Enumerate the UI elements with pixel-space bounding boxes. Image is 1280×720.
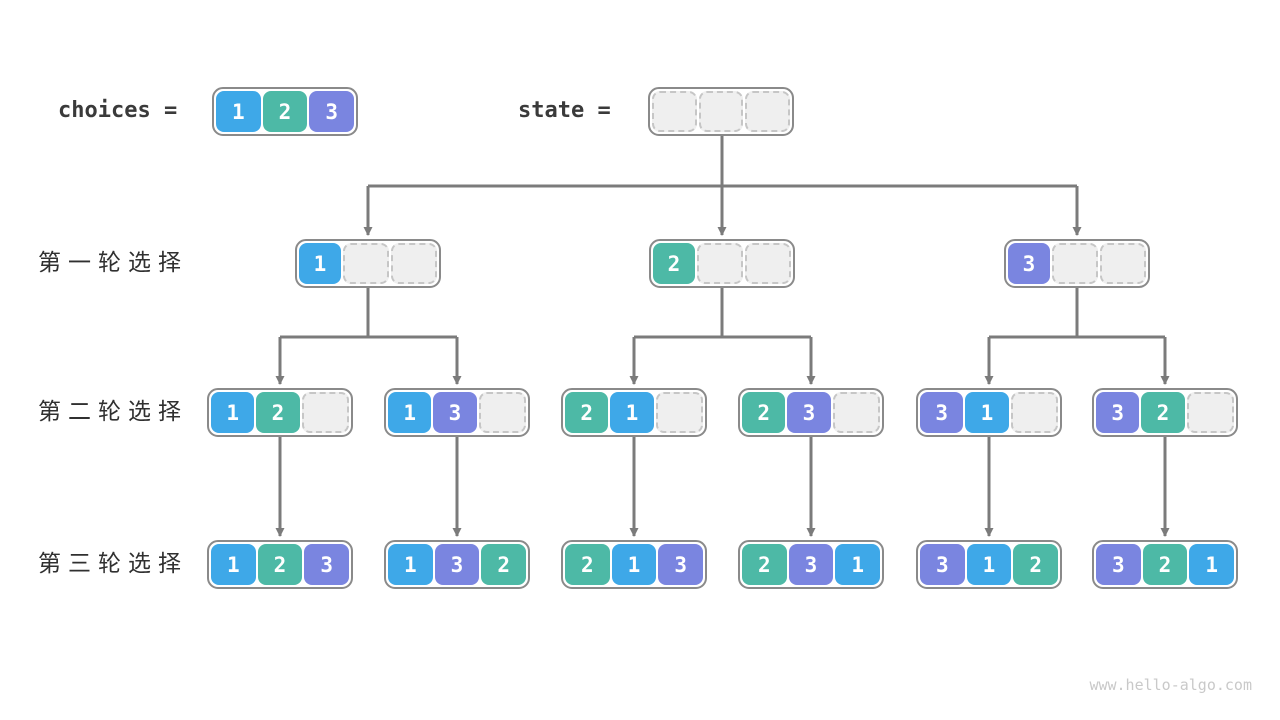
cell-3: 3 xyxy=(304,544,350,585)
cell-2: 2 xyxy=(1013,544,1059,585)
cell-3: 3 xyxy=(788,544,834,585)
empty-cell xyxy=(301,392,349,433)
choices-label: choices = xyxy=(58,98,178,123)
cell-2: 2 xyxy=(742,392,786,433)
cell-2: 2 xyxy=(565,544,610,585)
cell-3: 3 xyxy=(658,544,704,585)
cell-2: 2 xyxy=(1142,544,1188,585)
cell-2: 2 xyxy=(256,392,300,433)
tree-node-2xx: 2 xyxy=(649,239,795,288)
cell-1: 1 xyxy=(611,544,657,585)
empty-cell xyxy=(745,243,791,284)
empty-cell xyxy=(832,392,880,433)
empty-cell xyxy=(1100,243,1146,284)
cell-2: 2 xyxy=(565,392,609,433)
cell-1: 1 xyxy=(388,392,432,433)
cell-2: 2 xyxy=(742,544,787,585)
cell-3: 3 xyxy=(920,392,964,433)
cell-2: 2 xyxy=(262,91,308,132)
empty-cell xyxy=(1052,243,1098,284)
cell-1: 1 xyxy=(299,243,341,284)
tree-edges xyxy=(275,135,1170,537)
empty-cell xyxy=(697,243,743,284)
state-label: state = xyxy=(518,98,611,123)
empty-cell xyxy=(698,91,744,132)
empty-cell xyxy=(655,392,703,433)
cell-3: 3 xyxy=(1096,544,1141,585)
row-label-round-3: 第三轮选择 xyxy=(38,551,188,577)
empty-cell xyxy=(652,91,697,132)
cell-1: 1 xyxy=(211,392,255,433)
cell-2: 2 xyxy=(481,544,527,585)
cell-1: 1 xyxy=(610,392,654,433)
cell-3: 3 xyxy=(1096,392,1140,433)
cell-3: 3 xyxy=(309,91,355,132)
cell-1: 1 xyxy=(966,544,1012,585)
cell-1: 1 xyxy=(211,544,256,585)
empty-cell xyxy=(1010,392,1058,433)
cell-2: 2 xyxy=(257,544,303,585)
empty-cell xyxy=(343,243,389,284)
cell-1: 1 xyxy=(388,544,433,585)
cell-1: 1 xyxy=(965,392,1009,433)
cell-1: 1 xyxy=(216,91,261,132)
cell-3: 3 xyxy=(920,544,965,585)
cell-1: 1 xyxy=(1189,544,1235,585)
cell-3: 3 xyxy=(433,392,477,433)
tree-node-1xx: 1 xyxy=(295,239,441,288)
cell-3: 3 xyxy=(787,392,831,433)
cell-3: 3 xyxy=(434,544,480,585)
empty-cell xyxy=(745,91,791,132)
tree-node-3xx: 3 xyxy=(1004,239,1150,288)
empty-cell xyxy=(478,392,526,433)
watermark: www.hello-algo.com xyxy=(1089,676,1252,694)
empty-cell xyxy=(1186,392,1234,433)
cell-1: 1 xyxy=(835,544,881,585)
row-label-round-2: 第二轮选择 xyxy=(38,399,188,425)
state-box xyxy=(648,87,794,136)
row-label-round-1: 第一轮选择 xyxy=(38,250,188,276)
cell-2: 2 xyxy=(1141,392,1185,433)
cell-2: 2 xyxy=(653,243,695,284)
cell-3: 3 xyxy=(1008,243,1050,284)
empty-cell xyxy=(391,243,437,284)
